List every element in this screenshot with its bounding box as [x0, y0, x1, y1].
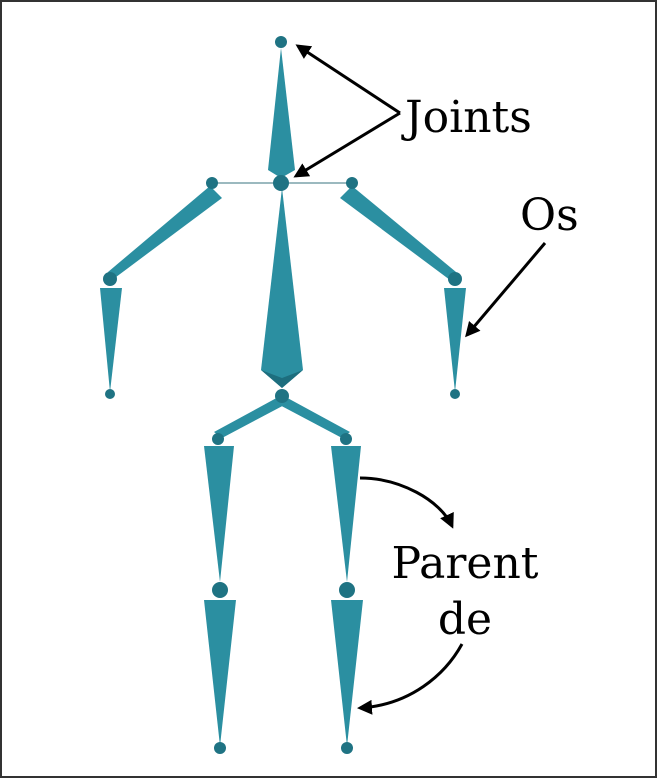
arrow-joints-top: [295, 44, 401, 115]
joint-right-foot: [341, 742, 353, 754]
joint-left-knee: [212, 582, 228, 598]
joint-left-elbow: [103, 272, 117, 286]
arrow-bones: [465, 242, 547, 338]
bone-head: [268, 48, 295, 178]
bone-left-shin: [204, 600, 236, 746]
bone-spine-base: [261, 370, 303, 388]
bone-right-thigh: [331, 446, 361, 582]
joint-right-knee: [339, 582, 355, 598]
bone-left-hip: [214, 395, 290, 438]
joint-pelvis: [275, 389, 289, 403]
label-bones: Os: [520, 190, 579, 241]
joint-left-hip: [212, 433, 224, 445]
joint-right-shoulder: [346, 177, 358, 189]
label-parent-line1: Parent: [392, 538, 539, 589]
bone-left-thigh: [204, 446, 234, 582]
bone-right-forearm: [444, 288, 466, 392]
joints-group: [103, 36, 462, 754]
joint-right-hip: [340, 433, 352, 445]
bones-group: [100, 48, 466, 746]
bone-left-upper-arm: [108, 186, 222, 280]
arrow-joints-neck: [293, 111, 401, 178]
arrows-group: [293, 44, 547, 715]
arrow-parent-from: [359, 476, 454, 529]
joint-left-shoulder: [206, 177, 218, 189]
label-parent-line2: de: [438, 594, 492, 645]
bone-left-forearm: [100, 288, 122, 392]
label-joints: Joints: [401, 92, 532, 143]
joint-left-foot: [214, 742, 226, 754]
bone-right-shin: [331, 600, 363, 746]
joint-head-top: [275, 36, 287, 48]
bone-right-upper-arm: [340, 186, 456, 280]
joint-neck: [273, 175, 289, 191]
bone-spine: [261, 188, 303, 388]
bone-right-hip: [274, 395, 350, 438]
arrow-parent-to: [357, 643, 464, 715]
joint-right-hand: [450, 389, 460, 399]
joint-right-elbow: [448, 272, 462, 286]
joint-left-hand: [105, 389, 115, 399]
